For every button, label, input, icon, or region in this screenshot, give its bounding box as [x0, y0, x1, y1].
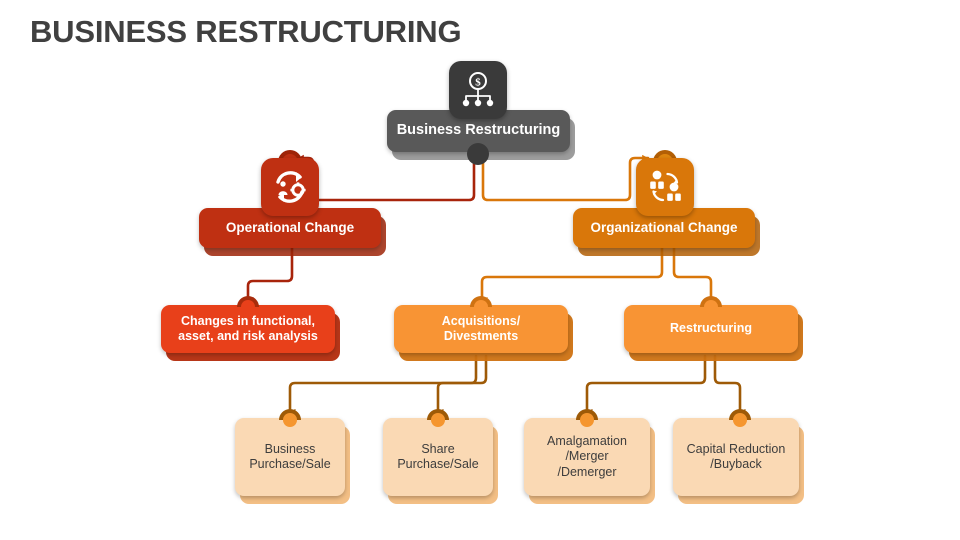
connector-knob-restructuring: [700, 296, 722, 318]
node-label: Operational Change: [225, 219, 355, 235]
node-label: Business Restructuring: [396, 122, 561, 139]
wire-operational-to-changes: [246, 246, 294, 304]
node-label-line-1: Restructuring: [670, 321, 752, 336]
wire-organizational-to-acquisitions: [480, 246, 664, 304]
connector-knob-business-purchase: [279, 409, 301, 431]
node-label: Acquisitions/ Divestments: [442, 314, 520, 345]
wire-acquisitions-to-business-purchase: [288, 354, 478, 416]
knob-dot: [580, 413, 594, 427]
node-amalgamation-merger-demerger[interactable]: Amalgamation /Merger /Demerger: [524, 418, 655, 504]
node-label: Amalgamation /Merger /Demerger: [547, 434, 627, 480]
node-organizational-change[interactable]: Organizational Change: [573, 208, 760, 256]
knob-dot: [283, 413, 297, 427]
node-share-purchase-sale[interactable]: Share Purchase/Sale: [383, 418, 498, 504]
knob-dot: [704, 300, 718, 314]
connector-knob-acquisitions: [470, 296, 492, 318]
node-capital-reduction-buyback[interactable]: Capital Reduction /Buyback: [673, 418, 804, 504]
node-label-line-2: /Buyback: [710, 457, 762, 471]
node-changes-in-functional[interactable]: Changes in functional, asset, and risk a…: [161, 305, 340, 361]
node-label-line-1: Amalgamation: [547, 434, 627, 449]
cycle-person-gear-icon: [261, 158, 319, 216]
node-label-line-1: Acquisitions/: [441, 313, 521, 328]
wire-restructuring-to-capital-reduction: [713, 354, 746, 416]
node-label: Capital Reduction /Buyback: [687, 442, 786, 473]
connector-knob-changes: [237, 296, 259, 318]
node-label-line-1: Changes in functional,: [180, 313, 316, 328]
org-groups-cycle-icon: [636, 158, 694, 216]
knob-dot: [733, 413, 747, 427]
node-label: Business Purchase/Sale: [249, 442, 330, 473]
hub-knob-circle: [467, 143, 489, 165]
wire-root-to-operational: [296, 153, 476, 202]
connector-knob-amalgamation: [576, 409, 598, 431]
node-plate: Organizational Change: [573, 208, 755, 248]
node-label: Share Purchase/Sale: [397, 442, 478, 473]
svg-text:$: $: [475, 77, 481, 89]
node-label: Restructuring: [670, 321, 752, 336]
node-label-line-3: /Demerger: [557, 464, 617, 479]
knob-dot: [241, 300, 255, 314]
node-label-line-2: Divestments: [443, 329, 519, 343]
wire-acquisitions-to-share-purchase: [436, 354, 488, 416]
node-label-line-2: /Merger: [565, 449, 609, 464]
wire-organizational-to-restructuring: [672, 246, 717, 304]
knob-dot: [431, 413, 445, 427]
connector-knob-share-purchase: [427, 409, 449, 431]
node-label-line-2: Purchase/Sale: [397, 457, 479, 471]
wire-root-to-organizational: [481, 153, 650, 202]
node-business-purchase-sale[interactable]: Business Purchase/Sale: [235, 418, 350, 504]
node-label-line-1: Business: [264, 441, 316, 456]
node-plate: Business Purchase/Sale: [235, 418, 345, 496]
node-label: Organizational Change: [590, 219, 738, 235]
node-label-line-2: asset, and risk analysis: [178, 329, 318, 343]
node-plate: Capital Reduction /Buyback: [673, 418, 799, 496]
node-plate: Changes in functional, asset, and risk a…: [161, 305, 335, 353]
page-title: BUSINESS RESTRUCTURING: [30, 14, 462, 49]
node-label-line-1: Share: [421, 441, 455, 456]
node-plate: Amalgamation /Merger /Demerger: [524, 418, 650, 496]
knob-dot: [474, 300, 488, 314]
node-plate: Share Purchase/Sale: [383, 418, 493, 496]
wire-restructuring-to-amalgamation: [585, 354, 707, 416]
connector-knob-capital-reduction: [729, 409, 751, 431]
node-label-line-2: Purchase/Sale: [249, 457, 331, 471]
node-label: Changes in functional, asset, and risk a…: [178, 314, 318, 345]
node-label-line-1: Capital Reduction: [686, 441, 786, 456]
hub-knob-root: [467, 143, 489, 165]
dollar-hierarchy-icon: $: [449, 61, 507, 119]
